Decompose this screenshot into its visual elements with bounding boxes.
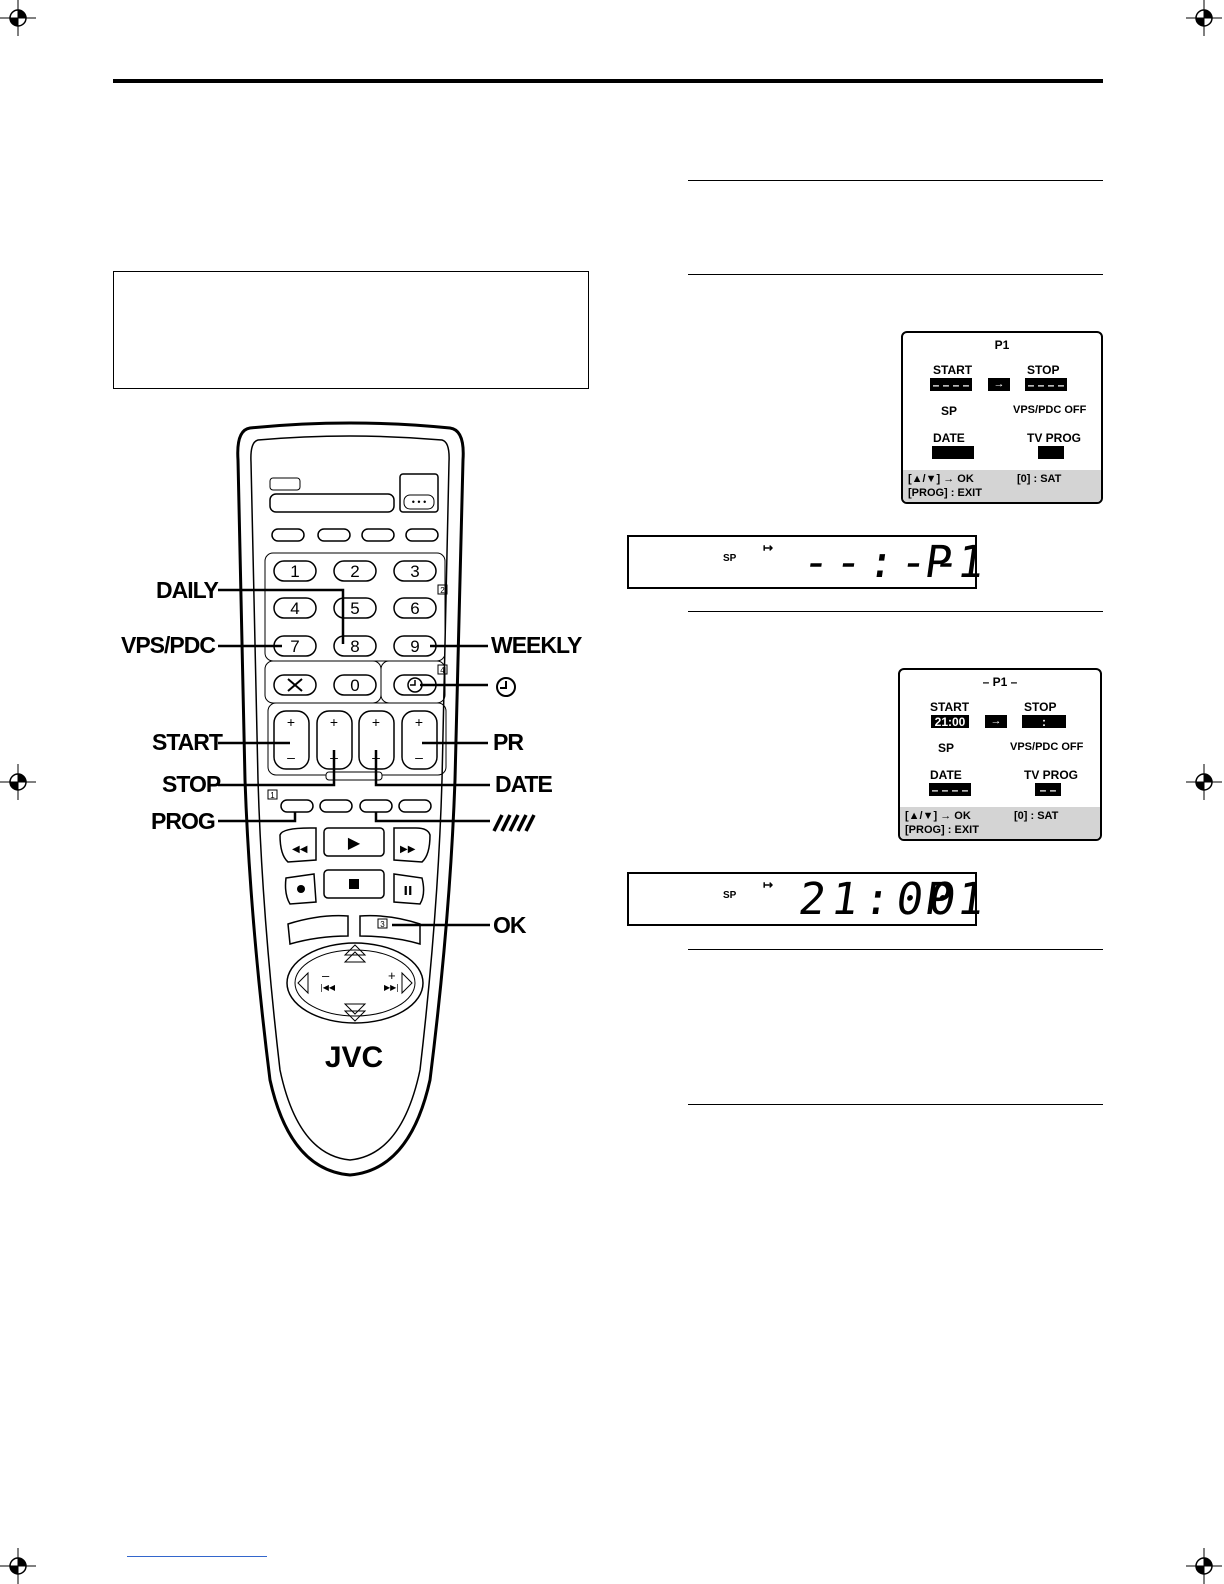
svg-text:–: –	[415, 749, 423, 765]
side-marker: 4	[440, 666, 445, 675]
key-8[interactable]: 8	[350, 637, 359, 656]
key-6[interactable]: 6	[410, 599, 419, 618]
timer-icon: ↦	[763, 878, 774, 892]
crop-mark-icon	[0, 1548, 36, 1584]
key-5[interactable]: 5	[350, 599, 359, 618]
step-rule	[688, 1104, 1103, 1105]
crop-mark-icon	[1186, 0, 1222, 36]
callout-pr: PR	[493, 729, 524, 755]
osd-tvprog-label: TV PROG	[1024, 768, 1079, 782]
remote-control: • • • 2 4 1 2 3 4 5 6 7 8 9 0	[218, 421, 536, 1177]
key-0[interactable]: 0	[350, 676, 359, 695]
lcd-mode: SP	[723, 890, 737, 901]
osd-title: P1	[994, 338, 1010, 352]
crop-mark-icon	[0, 0, 36, 36]
osd-screen-1: P1 START – – – – → STOP – – – – SP VPS/P…	[901, 331, 1103, 504]
header-rule	[113, 79, 1103, 83]
osd-start-value: 21:00	[931, 715, 969, 729]
osd-footer-ok: [▲/▼] → OK	[908, 473, 974, 485]
key-4[interactable]: 4	[290, 599, 299, 618]
step-rule	[688, 949, 1103, 950]
osd-footer-ok: [▲/▼] → OK	[905, 810, 971, 822]
osd-mode: SP	[941, 404, 958, 418]
osd-date-value	[932, 446, 974, 459]
cancel-icon	[287, 678, 303, 692]
osd-screen-2: – P1 – START 21:00 → STOP : SP VPS/PDC O…	[898, 668, 1102, 841]
osd-vps-pdc: VPS/PDC OFF	[1010, 741, 1084, 753]
crop-mark-icon	[1186, 764, 1222, 800]
callout-vps-pdc: VPS/PDC	[121, 632, 216, 658]
crop-mark-icon	[0, 764, 36, 800]
brand-logo: JVC	[325, 1041, 383, 1074]
key-7[interactable]: 7	[290, 637, 299, 656]
osd-title: – P1 –	[982, 675, 1018, 689]
svg-text:▶▶|: ▶▶|	[384, 983, 399, 992]
lcd-program: P1	[921, 874, 994, 925]
svg-text:+: +	[287, 714, 295, 730]
callout-start: START	[152, 729, 223, 755]
side-marker: 1	[270, 791, 275, 800]
crop-mark-icon	[1186, 1548, 1222, 1584]
key-1[interactable]: 1	[290, 562, 299, 581]
svg-text:+: +	[415, 714, 423, 730]
timer-icon: ↦	[763, 541, 774, 555]
osd-stop-value: :	[1022, 715, 1066, 729]
osd-date-value: – – – –	[929, 783, 971, 797]
vcr-display-2: SP ↦ 21:00 P1	[627, 872, 994, 926]
osd-date-label: DATE	[933, 431, 965, 445]
osd-stop-value: – – – –	[1025, 378, 1067, 392]
osd-date-label: DATE	[930, 768, 962, 782]
note-box	[113, 271, 589, 389]
svg-text:▶▶: ▶▶	[400, 844, 416, 855]
svg-text:+: +	[330, 714, 338, 730]
callout-daily: DAILY	[156, 577, 219, 603]
step-rule	[688, 180, 1103, 181]
svg-text:+: +	[388, 968, 396, 983]
svg-text:• • •: • • •	[412, 497, 426, 507]
callout-prog: PROG	[151, 808, 216, 834]
osd-tvprog-label: TV PROG	[1027, 431, 1082, 445]
callout-ok: OK	[493, 912, 526, 938]
callout-weekly: WEEKLY	[491, 632, 582, 658]
bottom-link-line	[127, 1556, 267, 1557]
arrow-icon: →	[988, 378, 1010, 391]
osd-footer-exit: [PROG] : EXIT	[905, 824, 979, 836]
osd-start-label: START	[933, 363, 973, 377]
svg-text:II: II	[404, 884, 413, 898]
callout-date: DATE	[495, 771, 553, 797]
record-icon	[297, 885, 305, 893]
svg-text:▶: ▶	[348, 833, 361, 852]
step-rule	[688, 611, 1103, 612]
key-9[interactable]: 9	[410, 637, 419, 656]
osd-tvprog-value	[1038, 446, 1064, 459]
osd-stop-label: STOP	[1024, 700, 1057, 714]
svg-text:–: –	[287, 749, 295, 765]
arrow-icon: →	[985, 715, 1007, 728]
callout-stop: STOP	[162, 771, 221, 797]
svg-text:|◀◀: |◀◀	[320, 983, 336, 992]
key-2[interactable]: 2	[350, 562, 359, 581]
svg-text:+: +	[372, 714, 380, 730]
vcr-display-1: SP ↦ --:-- P1	[627, 535, 994, 589]
key-3[interactable]: 3	[410, 562, 419, 581]
osd-tvprog-value: – –	[1035, 783, 1061, 797]
osd-footer-exit: [PROG] : EXIT	[908, 487, 982, 499]
osd-mode: SP	[938, 741, 955, 755]
side-marker: 2	[440, 586, 445, 595]
osd-footer-save: [0] : SAT	[1014, 810, 1059, 822]
osd-start-label: START	[930, 700, 970, 714]
osd-start-value: – – – –	[930, 378, 972, 392]
svg-text:–: –	[322, 968, 330, 983]
osd-footer: [▲/▼] → OK [0] : SAT [PROG] : EXIT	[900, 807, 1100, 839]
osd-stop-label: STOP	[1027, 363, 1060, 377]
side-marker: 3	[380, 920, 385, 929]
osd-vps-pdc: VPS/PDC OFF	[1013, 404, 1087, 416]
step-rule	[688, 274, 1103, 275]
osd-footer: [▲/▼] → OK [0] : SAT [PROG] : EXIT	[903, 470, 1101, 502]
svg-text:◀◀: ◀◀	[292, 844, 308, 855]
lcd-mode: SP	[723, 553, 737, 564]
lcd-program: P1	[921, 537, 994, 588]
stop-icon	[349, 879, 359, 889]
osd-footer-save: [0] : SAT	[1017, 473, 1062, 485]
